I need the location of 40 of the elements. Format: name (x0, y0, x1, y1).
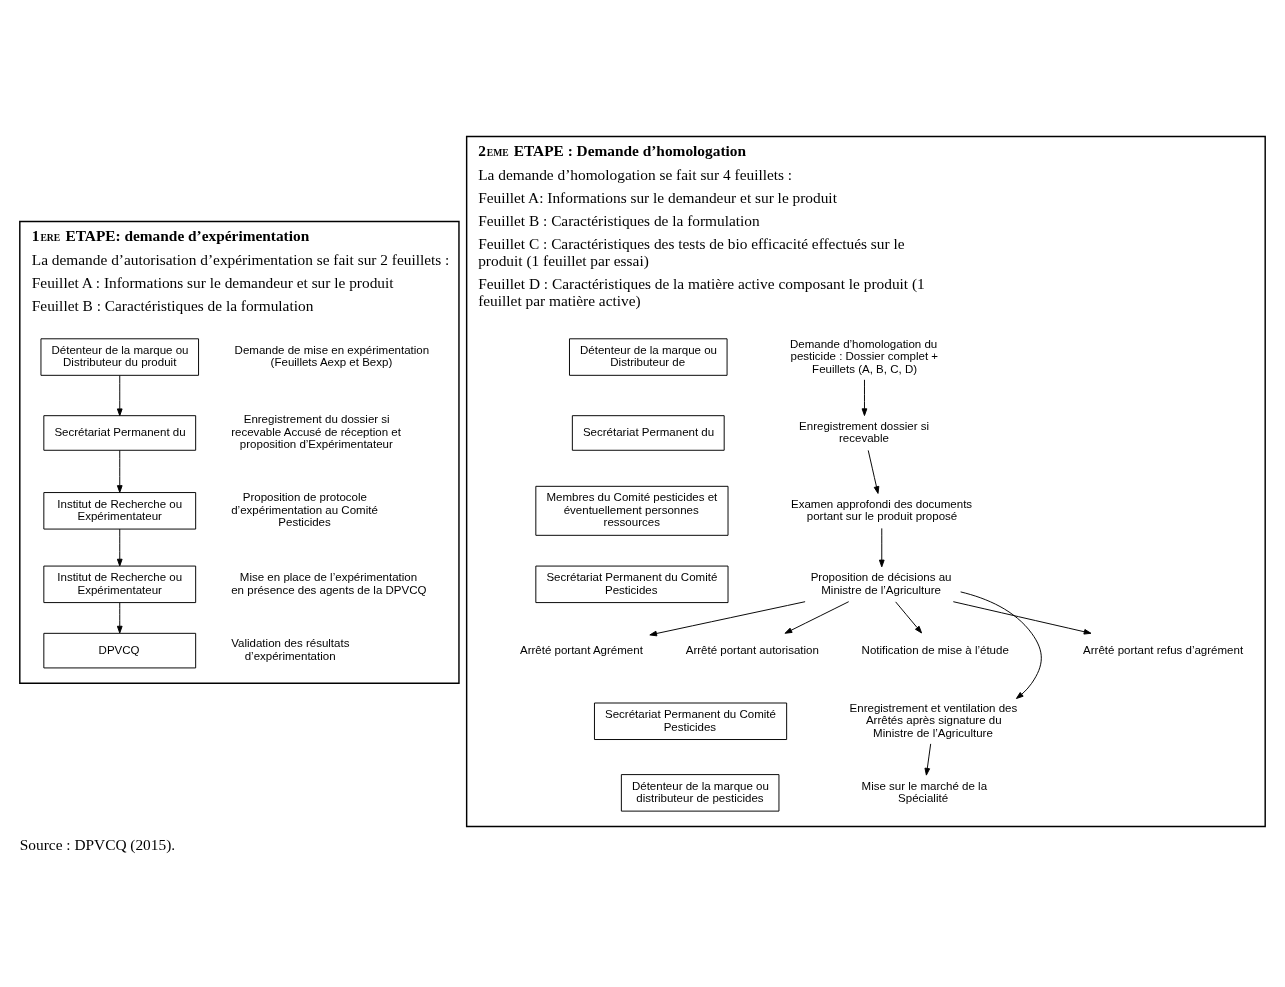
node-box: Secrétariat Permanent du (571, 414, 725, 451)
node-text: Enregistrement et ventilation des Arrêtés après signature du Ministre de l’Agriculture (849, 701, 1018, 739)
node-box: Détenteur de la marque ou Distributeur de (569, 337, 728, 376)
arrow (895, 600, 923, 633)
arrow (116, 449, 123, 493)
arrow (784, 600, 850, 634)
node-label: Proposition de protocole d’expérimentation au Comité Pesticides (231, 490, 378, 528)
node-text: Notification de mise à l’étude (861, 643, 1009, 656)
node-box: Secrétariat Permanent du Comité Pesticides (593, 702, 788, 740)
node-text: Examen approfondi des documents portant sur le produit proposé (790, 497, 973, 522)
arrow (867, 449, 880, 494)
node-text: Mise sur le marché de la Spécialité (861, 779, 988, 804)
node-label: Enregistrement du dossier si recevable Accusé de réception et proposition d’Expérimentateur (231, 412, 401, 450)
arrow (861, 378, 868, 416)
caption: Source : DPVCQ (2015). (19, 835, 176, 853)
node-label: Demande de mise en expérimentation (Feuillets Aexp et Bexp) (234, 343, 430, 368)
arrow (924, 742, 932, 776)
node-box: Détenteur de la marque ou distributeur de pesticides (620, 773, 780, 812)
node-text: Arrêté portant Agrément (519, 643, 643, 656)
arrow (116, 528, 123, 566)
node-text: Demande d’homologation du pesticide : Dossier complet + Feuillets (A, B, C, D) (790, 337, 939, 375)
node-text: Arrêté portant refus d’agrément (1083, 643, 1244, 656)
arrow (960, 590, 1042, 699)
node-text: Proposition de décisions au Ministre de l’Agriculture (810, 570, 952, 596)
node-box: Institut de Recherche ou Expérimentateur (43, 491, 197, 530)
node-box: Détenteur de la marque ou Distributeur du produit (40, 337, 200, 376)
arrow (649, 600, 806, 636)
node-box: Secrétariat Permanent du Comité Pesticides (535, 565, 729, 603)
node-box: Membres du Comité pesticides et éventuellement personnes ressources (535, 485, 729, 536)
node-box: DPVCQ (43, 632, 197, 668)
node-text: Enregistrement dossier si recevable (799, 419, 930, 444)
arrow (952, 600, 1092, 635)
node-box: Secrétariat Permanent du (43, 414, 197, 451)
arrow (116, 374, 123, 416)
node-box: Institut de Recherche ou Expérimentateur (43, 565, 197, 603)
node-label: Validation des résultats d’expérimentation (231, 636, 350, 662)
arrow (116, 601, 123, 633)
arrow (878, 527, 885, 567)
node-label: Mise en place de l’expérimentation en présence des agents de la DPVCQ (231, 570, 427, 596)
node-text: Arrêté portant autorisation (685, 643, 819, 656)
